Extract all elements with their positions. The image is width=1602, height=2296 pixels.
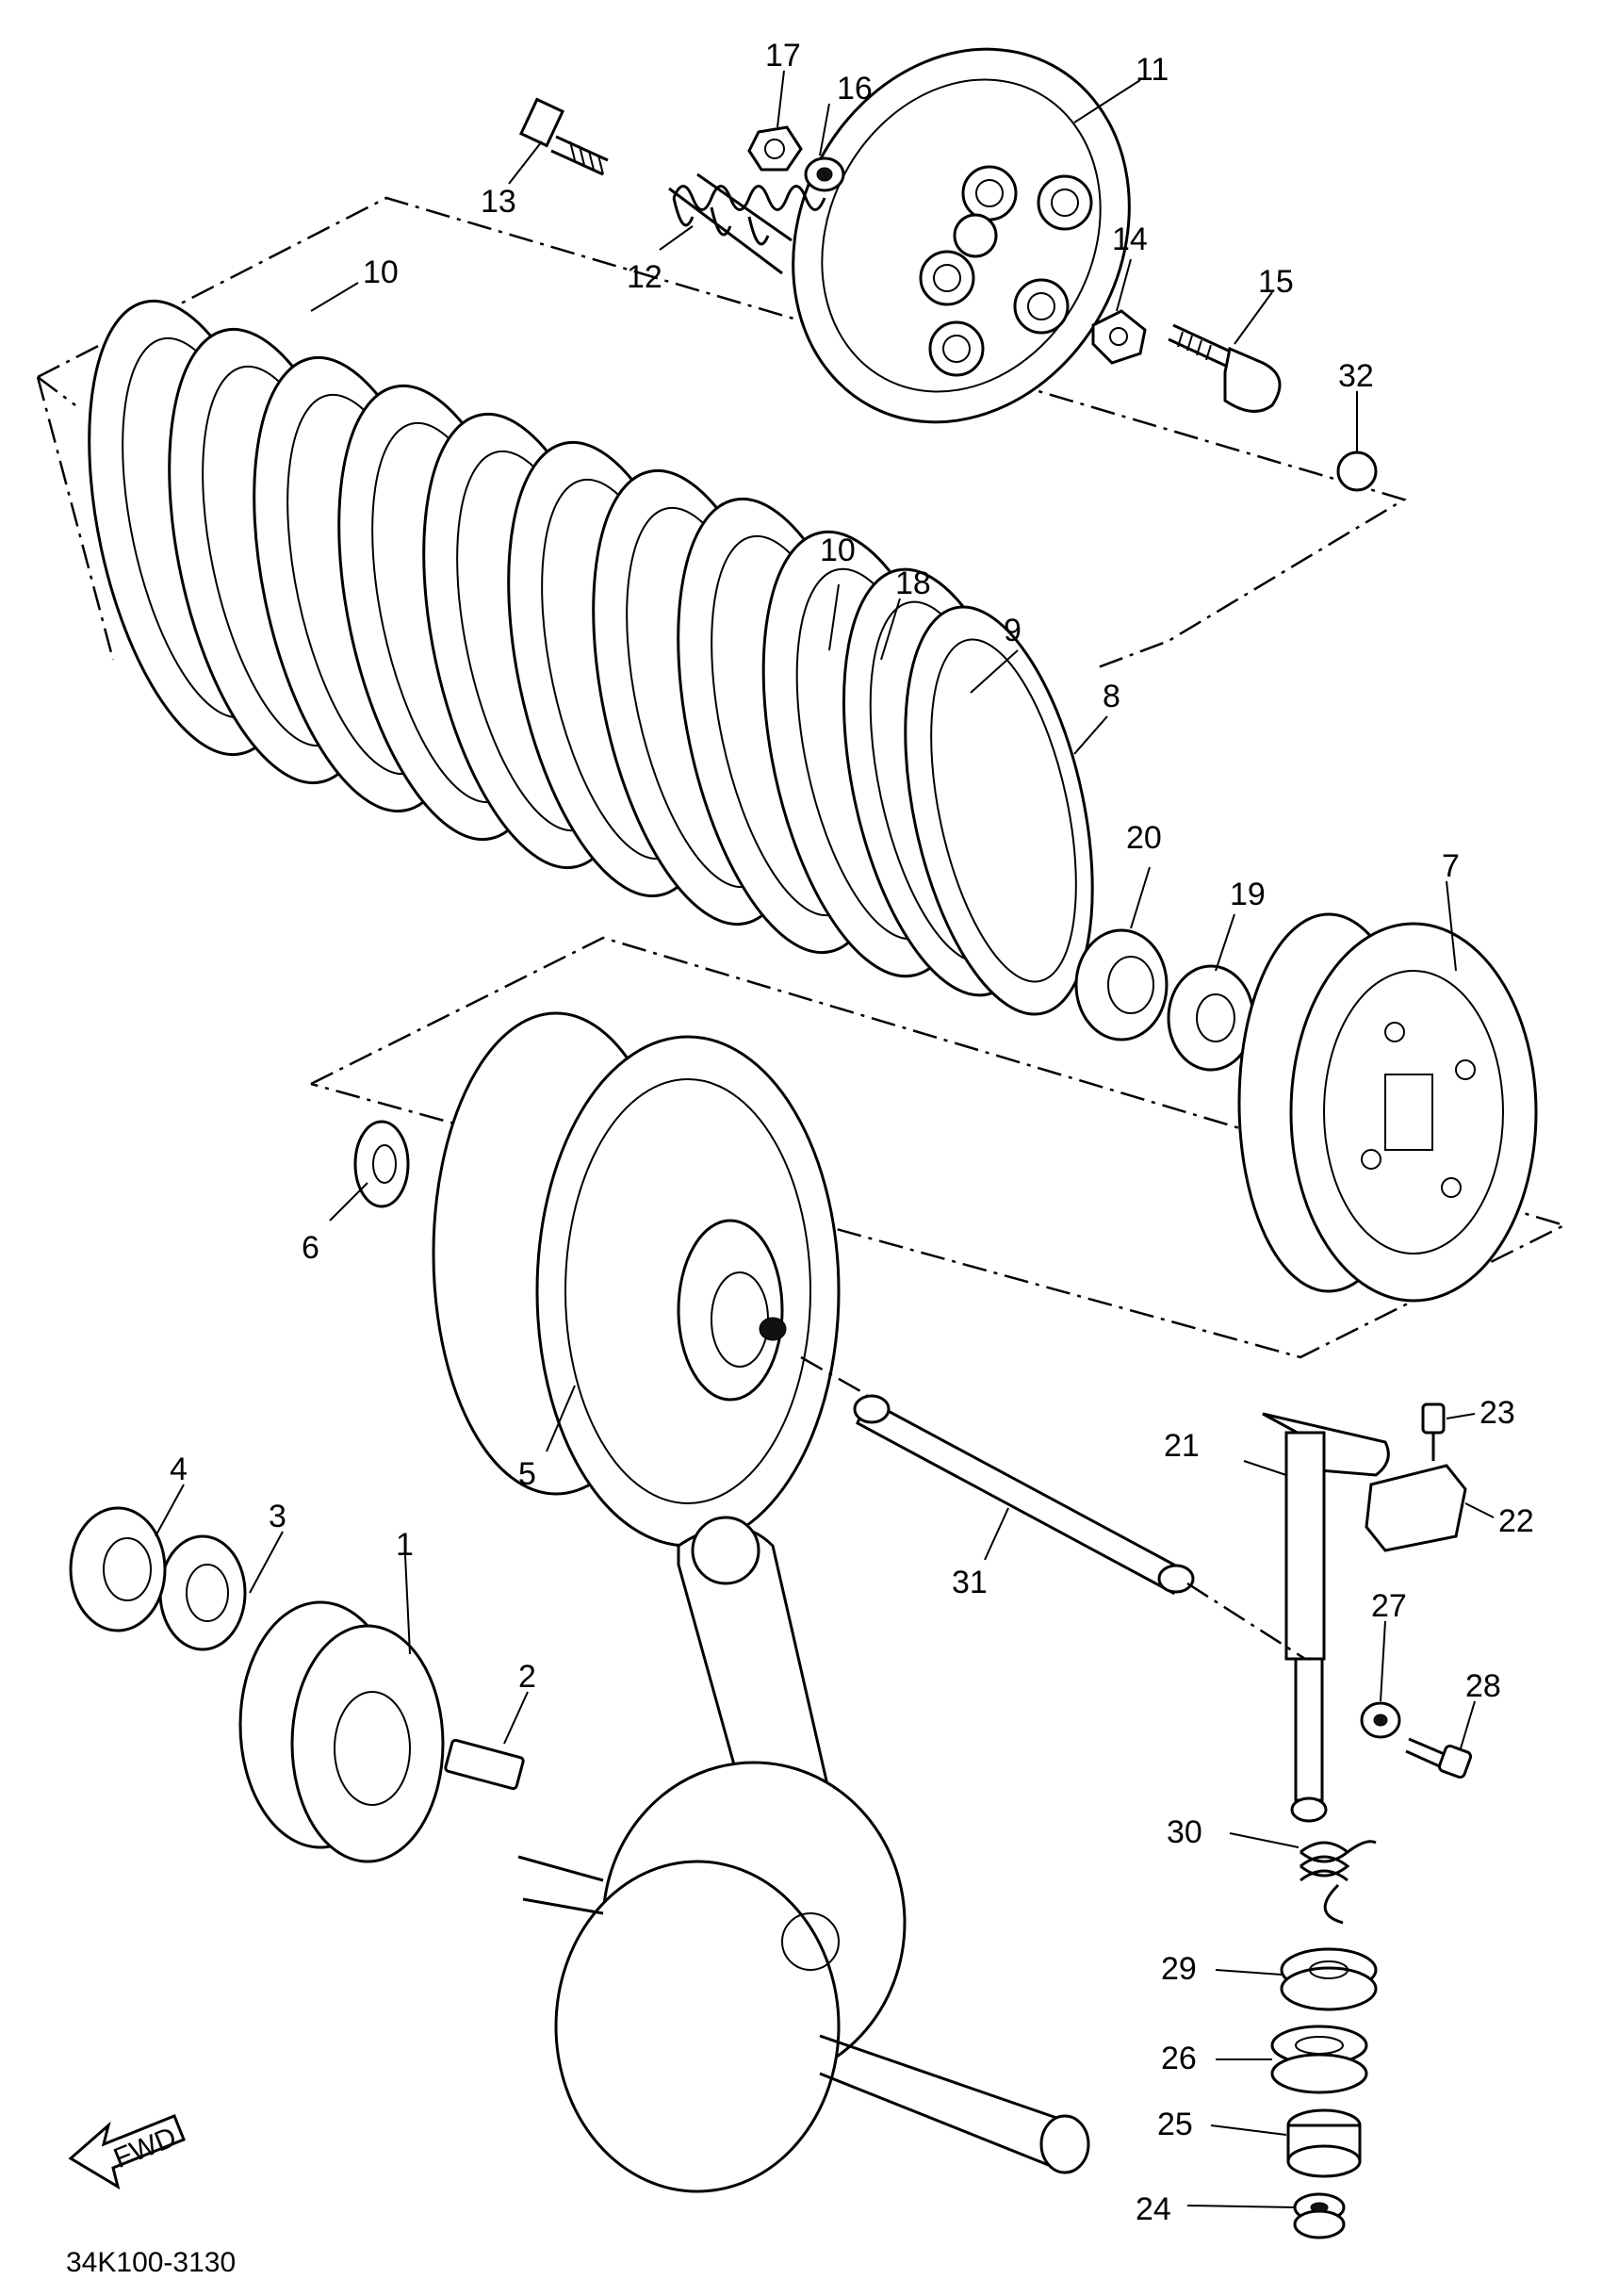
washer-16 bbox=[804, 156, 845, 192]
callout-19: 19 bbox=[1230, 877, 1266, 912]
bearing-25 bbox=[1286, 2108, 1362, 2178]
callout-11: 11 bbox=[1136, 52, 1169, 88]
primary-drive-gear bbox=[238, 1600, 445, 1863]
callout-32: 32 bbox=[1338, 358, 1374, 394]
push-rod-15 bbox=[1168, 323, 1282, 413]
callout-18: 18 bbox=[895, 566, 931, 601]
callout-6: 6 bbox=[302, 1230, 319, 1266]
callout-27: 27 bbox=[1371, 1588, 1407, 1624]
push-rod-guide-line bbox=[1186, 1582, 1306, 1661]
push-rod-guide-line-2 bbox=[800, 1355, 868, 1397]
callout-31: 31 bbox=[952, 1565, 988, 1600]
reference-code: 34K100-3130 bbox=[66, 2247, 236, 2278]
nut-20 bbox=[1074, 928, 1169, 1041]
screw-23 bbox=[1421, 1402, 1446, 1461]
clutch-plates-stack bbox=[88, 299, 1094, 1016]
ball-32 bbox=[1336, 451, 1378, 492]
nut-4 bbox=[69, 1506, 167, 1632]
clutch-plates-boundary bbox=[37, 196, 1408, 671]
callout-30: 30 bbox=[1167, 1814, 1202, 1850]
screw-28 bbox=[1405, 1737, 1473, 1779]
clutch-housing bbox=[432, 1011, 841, 1548]
spring-30 bbox=[1300, 1840, 1377, 1925]
clutch-housing-boundary bbox=[310, 936, 1568, 1359]
pressure-plate bbox=[792, 47, 1131, 424]
bracket-22 bbox=[1365, 1464, 1467, 1552]
callout-15: 15 bbox=[1258, 264, 1294, 300]
push-lever-shaft bbox=[1262, 1412, 1390, 1823]
callout-25: 25 bbox=[1157, 2107, 1193, 2142]
callout-10-middle: 10 bbox=[820, 533, 856, 568]
callout-8: 8 bbox=[1103, 679, 1120, 714]
callout-21: 21 bbox=[1164, 1428, 1200, 1464]
callout-12: 12 bbox=[627, 259, 662, 295]
seal-24 bbox=[1293, 2192, 1346, 2239]
lock-washer-19 bbox=[1167, 964, 1255, 1072]
fwd-arrow-icon: FWD bbox=[68, 2114, 186, 2190]
callout-29: 29 bbox=[1161, 1951, 1197, 1987]
callout-24: 24 bbox=[1136, 2191, 1171, 2227]
callout-26: 26 bbox=[1161, 2041, 1197, 2076]
callout-17: 17 bbox=[765, 38, 801, 74]
oil-seal-29 bbox=[1280, 1947, 1378, 2011]
callout-16: 16 bbox=[837, 71, 873, 107]
lock-washer-3 bbox=[158, 1534, 247, 1651]
callout-2: 2 bbox=[518, 1659, 536, 1695]
callout-20: 20 bbox=[1126, 820, 1162, 856]
callout-23: 23 bbox=[1479, 1395, 1515, 1431]
bearing-26 bbox=[1270, 2025, 1368, 2094]
callout-13: 13 bbox=[481, 184, 516, 220]
callout-5: 5 bbox=[518, 1456, 536, 1492]
callout-7: 7 bbox=[1442, 848, 1460, 884]
clutch-plates-boundary-bottom bbox=[37, 376, 76, 406]
callout-labels: 1 2 3 4 5 6 7 8 9 10 10 11 12 13 14 15 1… bbox=[170, 38, 1534, 2227]
clutch-plates-boundary-lower bbox=[36, 376, 115, 661]
callout-10-top: 10 bbox=[363, 254, 399, 290]
callout-4: 4 bbox=[170, 1451, 188, 1487]
washer-27 bbox=[1360, 1701, 1401, 1739]
callout-14: 14 bbox=[1112, 221, 1148, 257]
callout-28: 28 bbox=[1465, 1668, 1501, 1704]
push-rod-31 bbox=[853, 1394, 1195, 1596]
nut-14 bbox=[1091, 309, 1147, 365]
callout-22: 22 bbox=[1498, 1503, 1534, 1539]
callout-1: 1 bbox=[396, 1527, 414, 1563]
callout-9: 9 bbox=[1004, 613, 1022, 648]
clutch-boss bbox=[1237, 912, 1538, 1303]
leader-lines bbox=[155, 70, 1495, 2208]
crankshaft bbox=[517, 1516, 1090, 2193]
key-2 bbox=[444, 1738, 525, 1791]
callout-3: 3 bbox=[269, 1499, 286, 1534]
cushion-6 bbox=[353, 1120, 410, 1208]
nut-17 bbox=[747, 125, 803, 172]
clutch-spring bbox=[668, 172, 826, 275]
bolt-13 bbox=[518, 97, 609, 176]
